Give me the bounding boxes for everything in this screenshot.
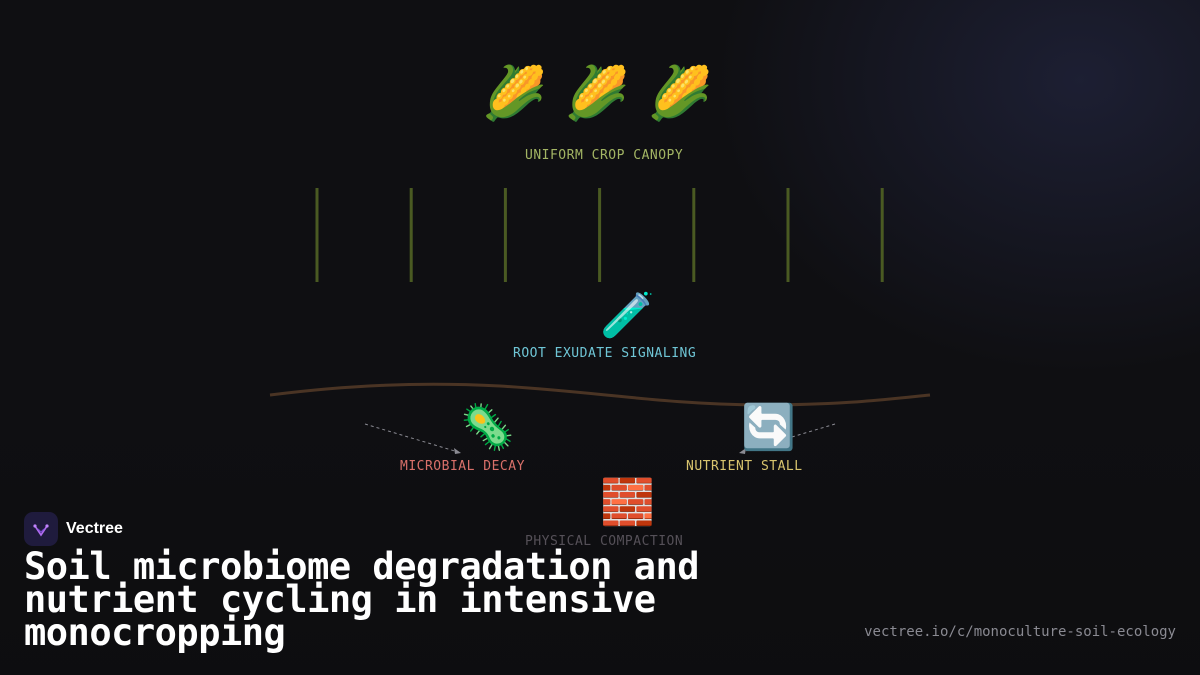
corn-icon: 🌽 bbox=[647, 64, 713, 124]
exudate-label: ROOT EXUDATE SIGNALING bbox=[513, 346, 697, 361]
microbial-decay-label: MICROBIAL DECAY bbox=[400, 459, 525, 474]
corn-icon: 🌽 bbox=[482, 64, 547, 124]
decay-arrowhead bbox=[454, 448, 461, 454]
root-lines bbox=[315, 188, 884, 282]
brand-name: Vectree bbox=[66, 520, 123, 537]
crop-canopy-label: UNIFORM CROP CANOPY bbox=[525, 148, 684, 163]
brick-icon: 🧱 bbox=[600, 477, 655, 528]
stall-arrow bbox=[741, 423, 836, 453]
test-tube-icon: 🧪 bbox=[600, 290, 655, 341]
cycle-arrows-icon: 🔄 bbox=[741, 402, 796, 453]
page-title: Soil microbiome degradation and nutrient… bbox=[24, 545, 700, 654]
crop-canopy-icons: 🌽 🌽 🌽 bbox=[482, 62, 712, 126]
corn-icon: 🌽 bbox=[564, 64, 630, 124]
nutrient-stall-label: NUTRIENT STALL bbox=[686, 459, 803, 474]
soil-horizon-line bbox=[269, 382, 931, 407]
vectree-logo-icon bbox=[24, 512, 58, 546]
microbe-icon: 🦠 bbox=[460, 402, 515, 453]
source-url[interactable]: vectree.io/c/monoculture-soil-ecology bbox=[864, 624, 1176, 640]
decay-arrow bbox=[364, 423, 459, 453]
stall-arrowhead bbox=[739, 448, 746, 454]
brand: Vectree bbox=[24, 512, 123, 546]
compaction-label: PHYSICAL COMPACTION bbox=[525, 534, 684, 549]
